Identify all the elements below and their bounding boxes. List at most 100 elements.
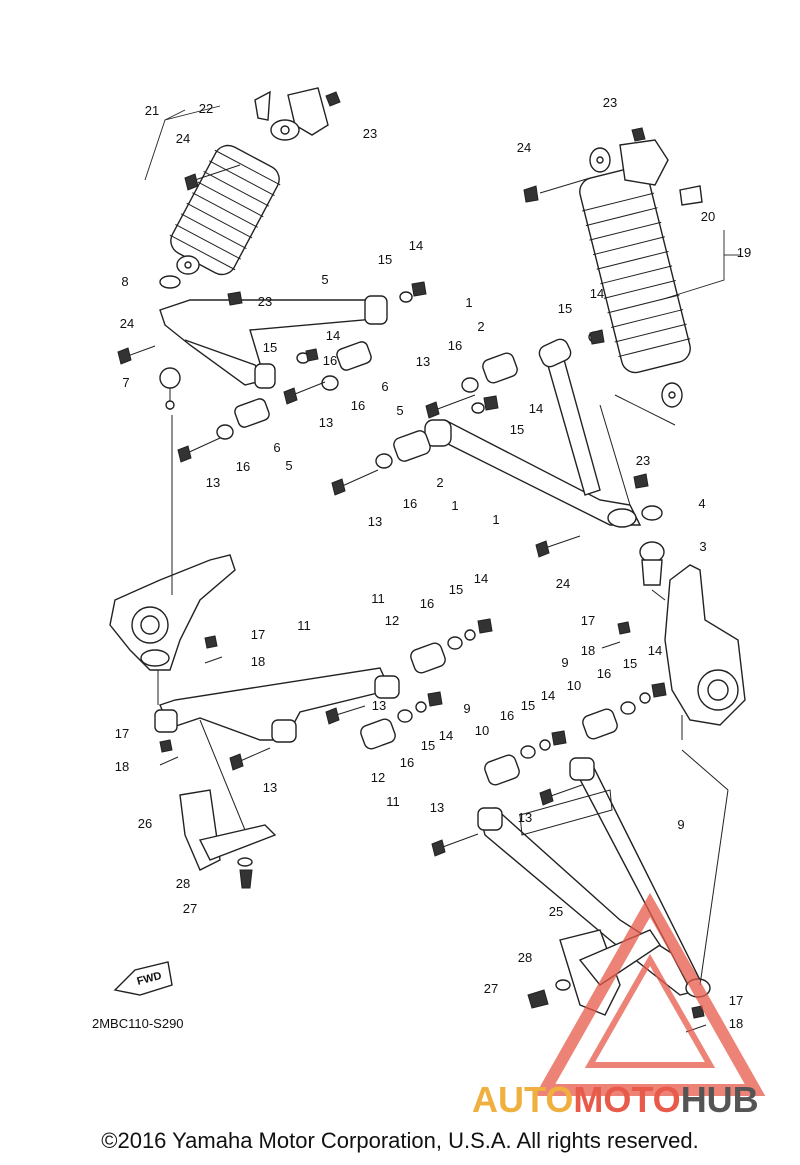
callout-23: 23 bbox=[636, 453, 650, 468]
callout-14: 14 bbox=[439, 728, 453, 743]
callout-11: 11 bbox=[386, 794, 400, 809]
callout-13: 13 bbox=[368, 514, 382, 529]
callout-5: 5 bbox=[321, 272, 328, 287]
callout-8: 8 bbox=[121, 274, 128, 289]
callout-15: 15 bbox=[510, 422, 524, 437]
right-upper-arm bbox=[424, 338, 665, 586]
svg-text:AUTOMOTOHUB: AUTOMOTOHUB bbox=[472, 1079, 759, 1120]
callout-14: 14 bbox=[590, 286, 604, 301]
callout-17: 17 bbox=[251, 627, 265, 642]
callout-6: 6 bbox=[381, 379, 388, 394]
left-lower-arm bbox=[154, 667, 400, 831]
copyright-notice: ©2016 Yamaha Motor Corporation, U.S.A. A… bbox=[101, 1128, 699, 1153]
callout-15: 15 bbox=[449, 582, 463, 597]
left-lower-hardware bbox=[360, 618, 493, 750]
callout-1: 1 bbox=[492, 512, 499, 527]
callout-9: 9 bbox=[561, 655, 568, 670]
callout-25: 25 bbox=[549, 904, 563, 919]
callout-10: 10 bbox=[475, 723, 489, 738]
callout-14: 14 bbox=[529, 401, 543, 416]
left-upper-hardware bbox=[177, 281, 427, 463]
callout-19: 19 bbox=[737, 245, 751, 260]
watermark-hub: HUB bbox=[681, 1079, 759, 1120]
callout-15: 15 bbox=[421, 738, 435, 753]
callout-20: 20 bbox=[701, 209, 715, 224]
callout-13: 13 bbox=[206, 475, 220, 490]
callout-2: 2 bbox=[436, 475, 443, 490]
left-steering-knuckle bbox=[109, 554, 236, 690]
callout-16: 16 bbox=[351, 398, 365, 413]
callout-17: 17 bbox=[115, 726, 129, 741]
callout-15: 15 bbox=[521, 698, 535, 713]
callout-24: 24 bbox=[120, 316, 134, 331]
callout-14: 14 bbox=[326, 328, 340, 343]
callout-15: 15 bbox=[623, 656, 637, 671]
callout-16: 16 bbox=[597, 666, 611, 681]
right-upper-hardware bbox=[331, 329, 605, 496]
left-arm-guard bbox=[179, 789, 277, 889]
callout-27: 27 bbox=[484, 981, 498, 996]
callout-13: 13 bbox=[372, 698, 386, 713]
callout-5: 5 bbox=[396, 403, 403, 418]
callout-24: 24 bbox=[556, 576, 570, 591]
callout-12: 12 bbox=[371, 770, 385, 785]
diagram-code: 2MBC110-S290 bbox=[92, 1016, 184, 1031]
callout-14: 14 bbox=[409, 238, 423, 253]
reference-lines bbox=[157, 394, 729, 986]
callout-18: 18 bbox=[251, 654, 265, 669]
right-shock-absorber bbox=[523, 127, 703, 408]
callout-22: 22 bbox=[199, 101, 213, 116]
callout-26: 26 bbox=[138, 816, 152, 831]
callout-16: 16 bbox=[236, 459, 250, 474]
callout-27: 27 bbox=[183, 901, 197, 916]
callout-13: 13 bbox=[518, 810, 532, 825]
callout-15: 15 bbox=[558, 301, 572, 316]
callout-16: 16 bbox=[323, 353, 337, 368]
callout-16: 16 bbox=[500, 708, 514, 723]
watermark-logo bbox=[534, 892, 766, 1096]
callout-17: 17 bbox=[581, 613, 595, 628]
callout-16: 16 bbox=[420, 596, 434, 611]
callout-13: 13 bbox=[430, 800, 444, 815]
callout-10: 10 bbox=[567, 678, 581, 693]
callout-6: 6 bbox=[273, 440, 280, 455]
left-shock-absorber bbox=[169, 87, 341, 276]
fwd-arrow-icon: FWD bbox=[113, 961, 173, 996]
bracket-group-left bbox=[144, 105, 221, 181]
right-steering-knuckle bbox=[601, 564, 746, 740]
callout-18: 18 bbox=[115, 759, 129, 774]
callout-16: 16 bbox=[400, 755, 414, 770]
callout-1: 1 bbox=[465, 295, 472, 310]
callout-11: 11 bbox=[297, 618, 311, 633]
callout-15: 15 bbox=[378, 252, 392, 267]
callout-12: 12 bbox=[385, 613, 399, 628]
callout-24: 24 bbox=[517, 140, 531, 155]
callout-4: 4 bbox=[698, 496, 705, 511]
callout-24: 24 bbox=[176, 131, 190, 146]
watermark-auto: AUTO bbox=[472, 1079, 573, 1120]
callout-13: 13 bbox=[319, 415, 333, 430]
right-lower-hardware bbox=[484, 682, 667, 786]
callout-2: 2 bbox=[477, 319, 484, 334]
callout-23: 23 bbox=[363, 126, 377, 141]
callout-14: 14 bbox=[474, 571, 488, 586]
callout-13: 13 bbox=[263, 780, 277, 795]
callout-1: 1 bbox=[451, 498, 458, 513]
bracket-group-right bbox=[659, 230, 740, 301]
callout-21: 21 bbox=[145, 103, 159, 118]
callout-9: 9 bbox=[677, 817, 684, 832]
callout-13: 13 bbox=[416, 354, 430, 369]
callout-16: 16 bbox=[448, 338, 462, 353]
callout-3: 3 bbox=[699, 539, 706, 554]
callout-15: 15 bbox=[263, 340, 277, 355]
callout-18: 18 bbox=[581, 643, 595, 658]
callout-14: 14 bbox=[648, 643, 662, 658]
callout-16: 16 bbox=[403, 496, 417, 511]
callout-5: 5 bbox=[285, 458, 292, 473]
callout-17: 17 bbox=[729, 993, 743, 1008]
callout-11: 11 bbox=[371, 591, 385, 606]
left-upper-arm bbox=[117, 275, 388, 410]
callout-28: 28 bbox=[176, 876, 190, 891]
